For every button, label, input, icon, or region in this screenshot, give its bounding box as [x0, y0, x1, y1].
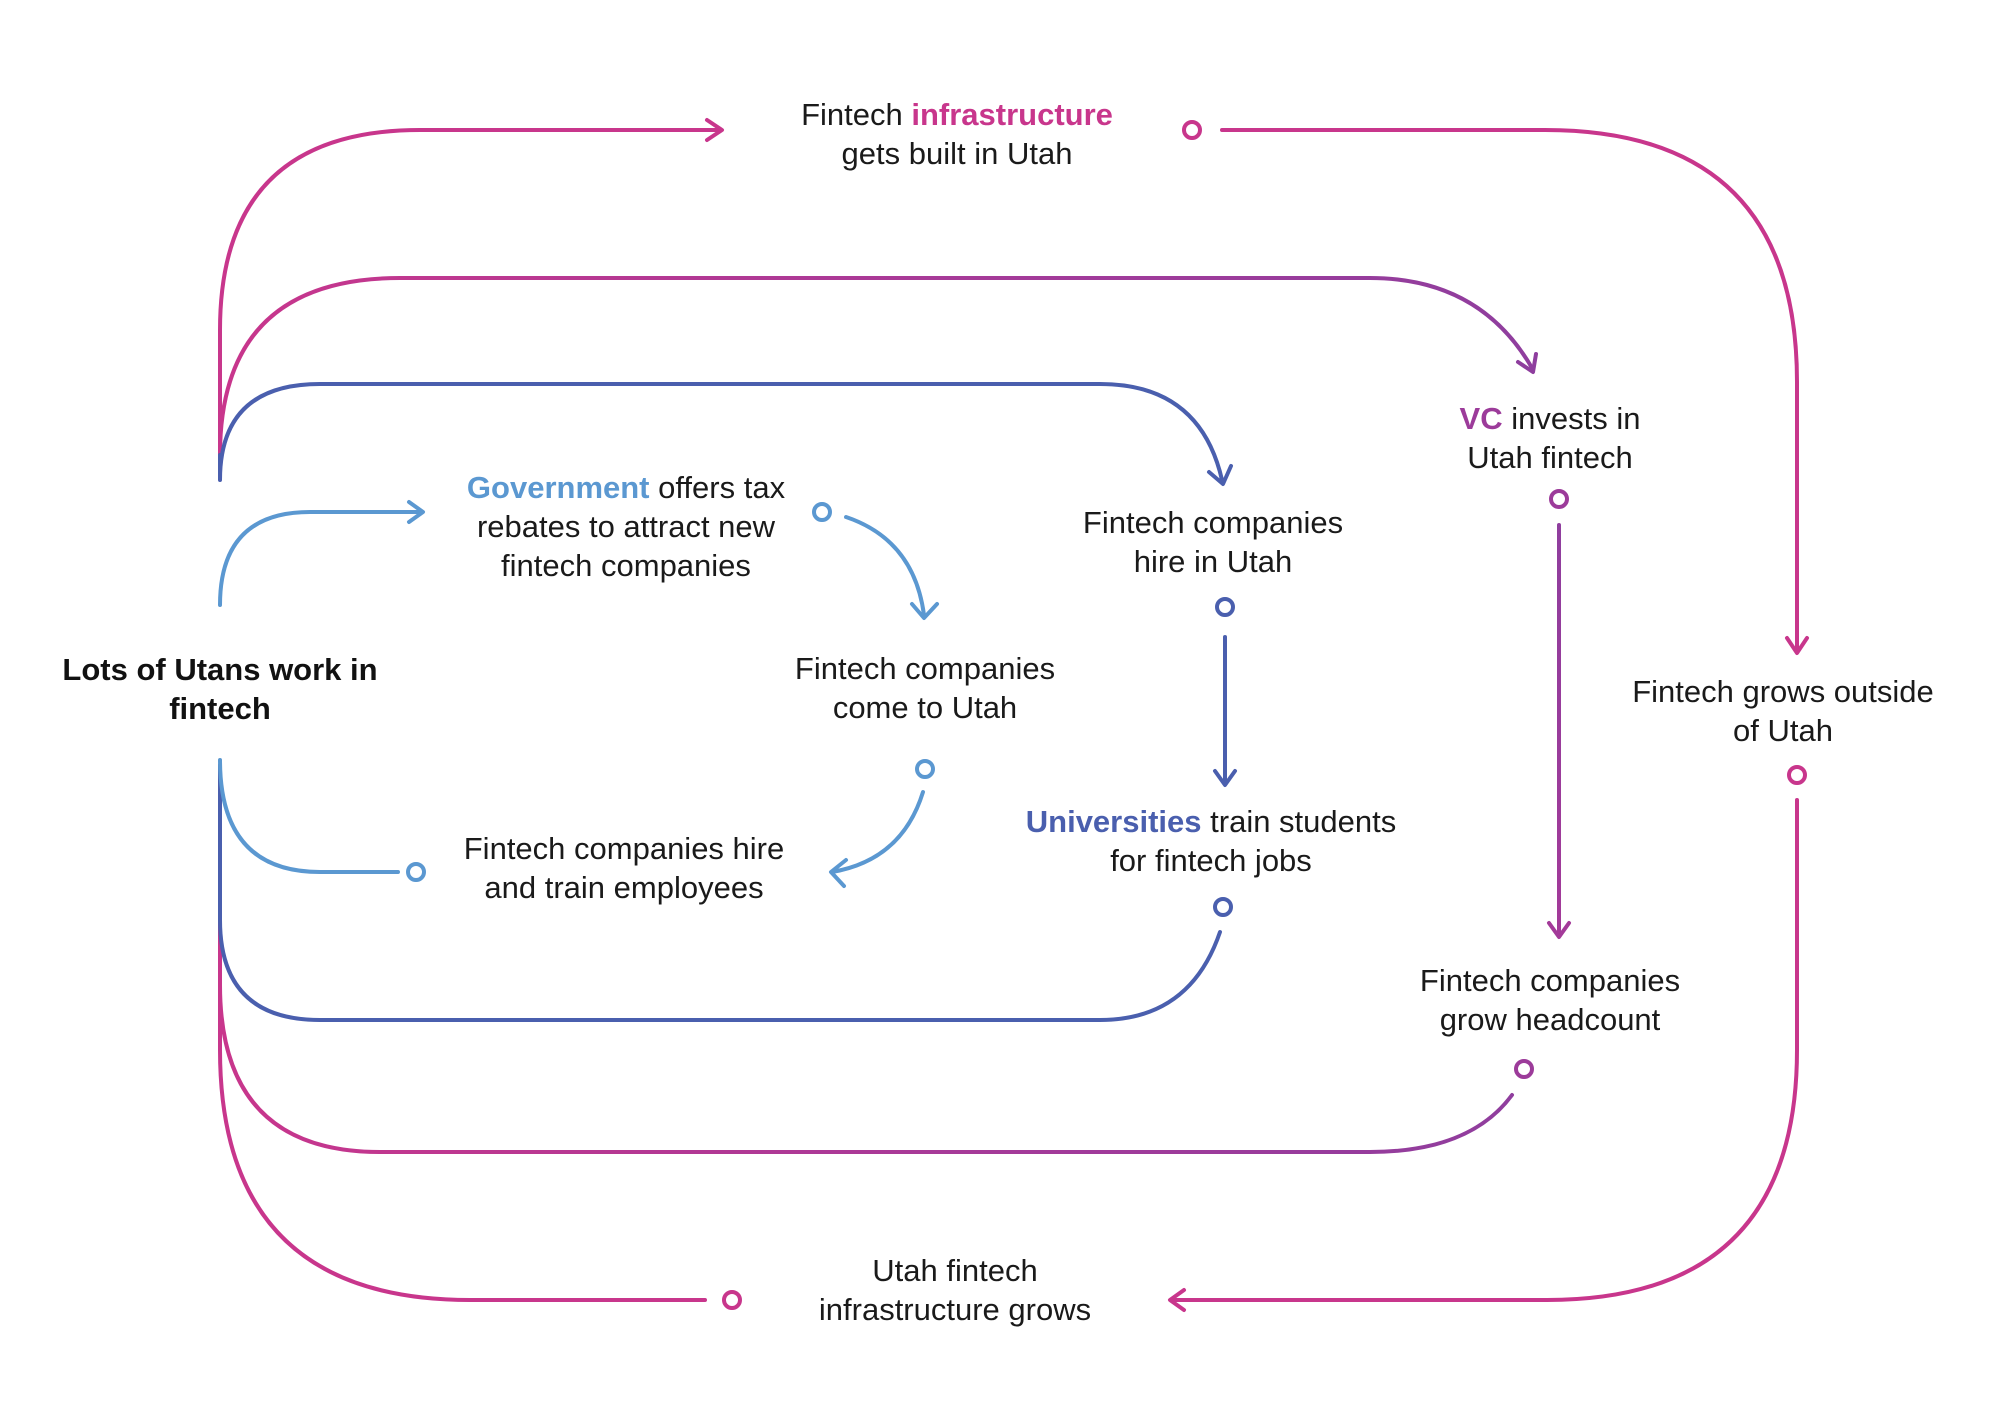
government-loop — [218, 500, 939, 888]
infrastructure-loop — [218, 118, 1809, 1312]
node-label-line: Fintech grows outside — [1632, 674, 1934, 709]
marker-government — [812, 502, 832, 522]
node-label-line: of Utah — [1733, 713, 1833, 748]
node-universities: Universities train students for fintech … — [1026, 802, 1396, 880]
arrow-head-infra-built — [705, 118, 724, 142]
arrow-head-hire-train — [829, 858, 848, 888]
node-infrastructure-built: Fintech infrastructure gets built in Uta… — [801, 95, 1113, 173]
node-label-line: Utah fintech — [872, 1253, 1038, 1288]
node-label-line: Government offers tax — [467, 468, 785, 507]
node-infrastructure-grows: Utah fintech infrastructure grows — [819, 1251, 1091, 1329]
highlight-universities: Universities — [1025, 804, 1202, 839]
infrastructure-loop-markers — [722, 120, 1807, 1310]
node-government: Government offers tax rebates to attract… — [467, 468, 785, 585]
connector-government-to-come-utah — [844, 515, 926, 617]
node-label-text: train students — [1201, 804, 1397, 839]
node-label-text: Fintech — [801, 97, 912, 132]
marker-infra-grows — [722, 1290, 742, 1310]
highlight-infrastructure: infrastructure — [911, 97, 1113, 132]
node-label-line: fintech companies — [501, 548, 751, 583]
connector-root-to-government — [218, 510, 422, 607]
connector-infra-built-to-grows-outside — [1220, 128, 1799, 652]
marker-come-utah — [915, 759, 935, 779]
connector-infra-grows-to-root — [218, 763, 707, 1302]
connector-come-utah-to-hire-train — [830, 790, 925, 874]
node-label-line: Lots of Utans work in — [62, 652, 378, 687]
arrow-head-vc — [1516, 352, 1538, 374]
node-label-line: and train employees — [484, 870, 764, 905]
node-label-line: Fintech companies — [1419, 963, 1681, 998]
arrow-head-government — [407, 500, 425, 524]
vc-loop — [218, 276, 1571, 1154]
marker-grows-outside — [1787, 765, 1807, 785]
marker-infra-built — [1182, 120, 1202, 140]
node-hire-in-utah: Fintech companies hire in Utah — [1083, 503, 1343, 581]
connector-hire-train-to-root — [218, 758, 400, 874]
node-come-to-utah: Fintech companies come to Utah — [795, 649, 1055, 727]
node-grows-outside-utah: Fintech grows outside of Utah — [1632, 672, 1934, 750]
marker-hire-utah — [1215, 597, 1235, 617]
arrow-head-grows-outside — [1785, 636, 1809, 655]
marker-universities — [1213, 897, 1233, 917]
connector-root-to-infra-built — [218, 128, 722, 457]
vc-loop-markers — [1514, 489, 1569, 1079]
node-label-line: infrastructure grows — [818, 1292, 1092, 1327]
arrow-head-hire-utah — [1207, 464, 1233, 486]
government-loop-markers — [406, 502, 935, 882]
connector-root-to-hire-utah — [218, 382, 1224, 482]
node-lots-of-utans: Lots of Utans work in fintech — [62, 650, 377, 728]
node-label-line: Fintech companies — [1082, 505, 1344, 540]
node-label-line: gets built in Utah — [841, 136, 1073, 171]
arrow-head-infra-grows — [1168, 1288, 1186, 1312]
node-label-text: offers tax — [649, 470, 786, 505]
marker-vc — [1549, 489, 1569, 509]
node-label-line: Fintech companies hire — [463, 831, 785, 866]
university-loop-markers — [1213, 597, 1235, 917]
node-label-line: Utah fintech — [1467, 440, 1633, 475]
university-loop — [218, 382, 1237, 1022]
arrow-head-universities — [1213, 769, 1237, 787]
connector-root-to-vc — [218, 276, 1534, 457]
arrow-head-come-utah — [910, 602, 939, 620]
node-vc-invests: VC invests in Utah fintech — [1460, 399, 1641, 477]
marker-hire-train — [406, 862, 426, 882]
node-label-line: rebates to attract new — [476, 509, 776, 544]
node-label-line: for fintech jobs — [1110, 843, 1312, 878]
node-label-line: fintech — [169, 691, 271, 726]
marker-headcount — [1514, 1059, 1534, 1079]
node-label-line: hire in Utah — [1133, 544, 1293, 579]
node-label-line: VC invests in — [1460, 399, 1641, 438]
node-label-line: come to Utah — [832, 690, 1018, 725]
arrow-head-headcount — [1547, 921, 1571, 939]
node-label-text: invests in — [1502, 401, 1641, 436]
node-label-line: Universities train students — [1026, 802, 1396, 841]
node-grow-headcount: Fintech companies grow headcount — [1420, 961, 1680, 1039]
node-label-line: Fintech infrastructure — [801, 95, 1113, 134]
node-label-line: Fintech companies — [794, 651, 1056, 686]
node-hire-and-train: Fintech companies hire and train employe… — [464, 829, 785, 907]
connector-universities-to-root — [218, 763, 1222, 1022]
node-label-line: grow headcount — [1439, 1002, 1661, 1037]
connector-headcount-to-root — [218, 763, 1514, 1154]
highlight-vc: VC — [1459, 401, 1503, 436]
connector-grows-outside-to-infra-grows — [1170, 798, 1799, 1302]
highlight-government: Government — [466, 470, 650, 505]
